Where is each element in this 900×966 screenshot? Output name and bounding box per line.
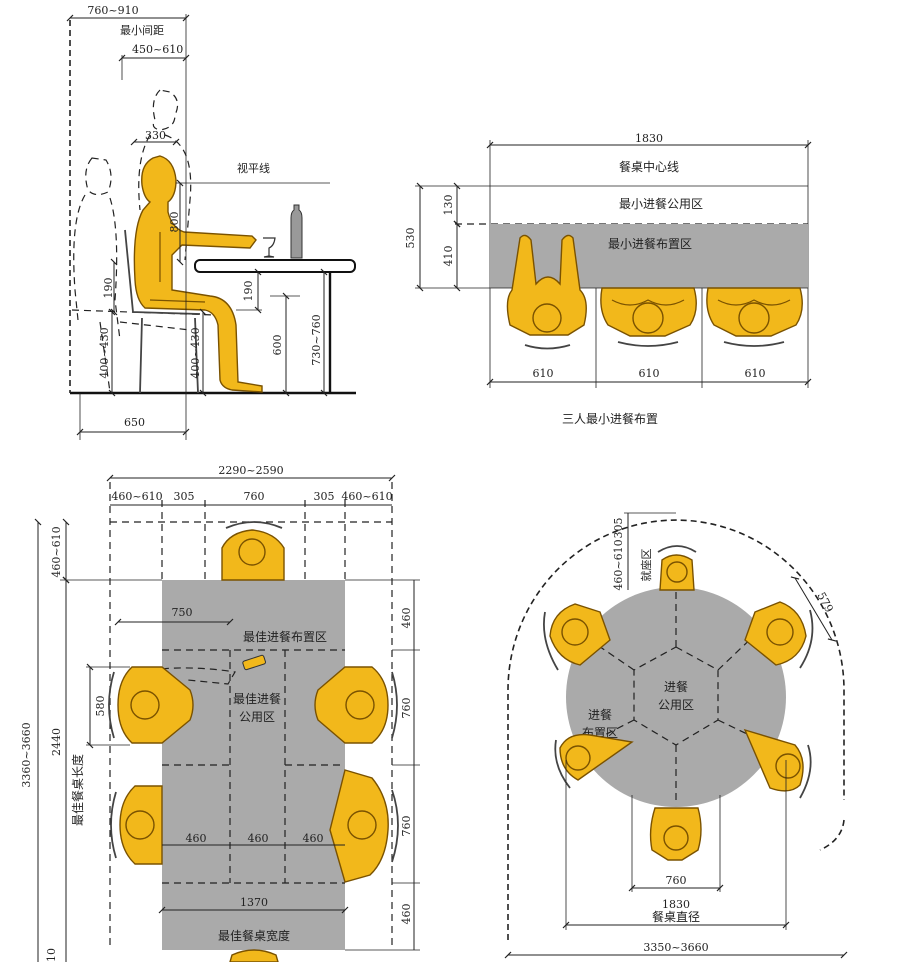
dim-400-430-right-text: 400~430: [189, 327, 202, 378]
person-rect-bottom: [229, 949, 279, 963]
dim-650-text: 650: [124, 416, 145, 429]
label-centerline: 餐桌中心线: [619, 159, 679, 174]
width-610-3: 610: [745, 367, 766, 380]
dim-1370-text: 1370: [240, 896, 268, 909]
dim-460-610-text: 460~610: [612, 539, 625, 590]
dim-579-text: 579: [814, 590, 835, 615]
label-round-common-2: 公用区: [658, 698, 694, 712]
dim-800-text: 800: [168, 212, 181, 233]
dim-2440-text: 2440: [50, 728, 63, 756]
dim-580-text: 580: [94, 696, 107, 717]
dim-130-text: 130: [442, 195, 455, 216]
right-dim-4: 460: [400, 904, 413, 925]
bottom-dim-1: 460: [186, 832, 207, 845]
label-min-common: 最小进餐公用区: [619, 196, 703, 211]
dim-overall-text: 2290~2590: [218, 464, 283, 477]
dim-600-text: 600: [271, 335, 284, 356]
cut-label: 10: [45, 948, 58, 962]
utensil-icon: [242, 654, 266, 671]
three-person-panel: 1830 餐桌中心线 最小进餐公用区 最小进餐布置区 530 130 410: [404, 132, 812, 426]
person-top-1: [506, 234, 587, 350]
glass-icon: [263, 237, 276, 258]
person-round-lower-left: [554, 733, 634, 789]
round-table-top: [566, 587, 786, 807]
dim-730-760-text: 730~760: [310, 314, 323, 365]
dim-total-text: 3360~3660: [20, 722, 33, 787]
label-best-length: 最佳餐桌长度: [70, 754, 85, 826]
dim-overall-round-text: 3350~3660: [643, 941, 708, 954]
top-dim-1: 460~610: [111, 490, 162, 503]
dim-579-line: [790, 576, 837, 642]
dim-1830-text: 1830: [635, 132, 663, 145]
right-dim-2: 760: [400, 698, 413, 719]
top-dim-3: 760: [244, 490, 265, 503]
label-best-common-2: 公用区: [239, 710, 275, 724]
person-round-lower-right: [743, 728, 812, 799]
label-best-common-1: 最佳进餐: [233, 691, 281, 706]
person-round-upper-left: [543, 603, 611, 671]
right-dim-1: 460: [400, 608, 413, 629]
right-dim-3: 760: [400, 816, 413, 837]
bottom-dim-2: 460: [248, 832, 269, 845]
label-best-width: 最佳餐桌宽度: [218, 928, 290, 943]
person-rect-right-1: [314, 666, 398, 744]
person-round-bottom: [649, 807, 702, 861]
round-table-panel: 进餐 公用区 进餐 布置区 305 460~610 就座区 579: [504, 512, 848, 959]
person-top-2: [600, 287, 697, 347]
dim-190-chair-text: 190: [102, 278, 115, 299]
person-rect-right-2: [329, 769, 399, 883]
dim-760-text: 760: [666, 874, 687, 887]
dim-760-910-text: 760~910: [87, 4, 138, 17]
width-610-2: 610: [639, 367, 660, 380]
top-dim-4: 305: [314, 490, 335, 503]
caption-three-person: 三人最小进餐布置: [562, 411, 658, 426]
dim-450-610-text: 450~610: [132, 43, 183, 56]
dim-left-460-610-text: 460~610: [50, 526, 63, 577]
dim-750-text: 750: [172, 606, 193, 619]
top-dim-2: 305: [174, 490, 195, 503]
person-rect-left-2: [110, 785, 163, 865]
label-diameter: 餐桌直径: [652, 909, 700, 924]
person-round-top: [657, 545, 697, 591]
seated-person-detail: [149, 232, 206, 303]
person-rect-left-1: [108, 666, 194, 744]
dim-530-text: 530: [404, 228, 417, 249]
label-min-layout: 最小进餐布置区: [608, 236, 692, 251]
person-rect-top: [221, 521, 285, 581]
table-top: [194, 259, 356, 273]
label-seat-zone: 就座区: [639, 549, 653, 582]
person-round-upper-right: [744, 601, 814, 669]
label-best-layout: 最佳进餐布置区: [243, 629, 327, 644]
seated-person-side: [133, 155, 263, 393]
dim-305-text: 305: [612, 518, 625, 539]
label-round-common-1: 进餐: [664, 679, 688, 694]
label-round-layout-1: 进餐: [588, 707, 612, 722]
min-layout-zone: [490, 224, 808, 288]
label-eye-line: 视平线: [237, 161, 270, 175]
dim-400-430-left-text: 400~430: [98, 327, 111, 378]
dim-190-table-text: 190: [242, 281, 255, 302]
bottle-icon: [290, 204, 303, 259]
dim-330-text: 330: [145, 129, 166, 142]
side-chair: [124, 229, 201, 394]
person-top-3: [706, 287, 803, 347]
label-min-spacing: 最小间距: [120, 24, 164, 37]
dim-1830-round-text: 1830: [662, 898, 690, 911]
side-view-panel: 760~910 最小间距 450~610 330 视平线 800 190 190…: [66, 4, 356, 440]
ghost-figure-left: [73, 157, 121, 341]
top-dim-5: 460~610: [341, 490, 392, 503]
dim-410-text: 410: [442, 246, 455, 267]
rect-table-panel: 2290~2590 460~610 305 760 305 460~610 75…: [20, 464, 420, 963]
bottom-dim-3: 460: [303, 832, 324, 845]
width-610-1: 610: [533, 367, 554, 380]
